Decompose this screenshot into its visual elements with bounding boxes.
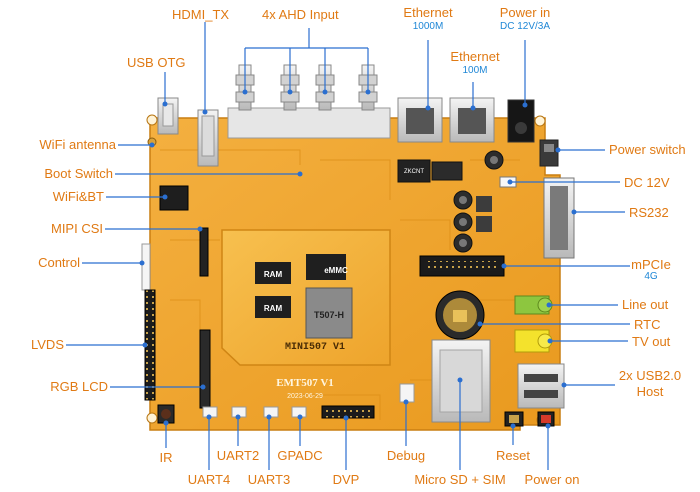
label-wifi-antenna: WiFi antenna bbox=[39, 137, 116, 152]
label-power-in-spec: DC 12V/3A bbox=[499, 21, 551, 32]
capacitors bbox=[453, 150, 504, 253]
label-usb-host-2: Host bbox=[636, 384, 664, 399]
label-rs232: RS232 bbox=[629, 205, 669, 220]
label-ethernet-1000m-speed: 1000M bbox=[412, 21, 444, 32]
som-silkscreen: MINI507 V1 bbox=[285, 342, 345, 353]
label-usb-host: 2x USB2.0 bbox=[618, 368, 682, 383]
label-ir: IR bbox=[159, 450, 173, 465]
label-mipi-csi: MIPI CSI bbox=[50, 221, 103, 236]
label-lvds: LVDS bbox=[31, 337, 64, 352]
label-wifi-bt: WiFi&BT bbox=[52, 189, 104, 204]
label-ahd-input: 4x AHD Input bbox=[262, 7, 339, 22]
rgb-lcd-connector bbox=[199, 329, 211, 409]
label-micro-sd-sim: Micro SD + SIM bbox=[414, 472, 506, 487]
dvp-header bbox=[321, 405, 375, 419]
label-rgb-lcd: RGB LCD bbox=[50, 379, 108, 394]
label-boot-switch: Boot Switch bbox=[44, 166, 113, 181]
label-tv-out: TV out bbox=[632, 334, 671, 349]
label-uart4: UART4 bbox=[187, 472, 231, 487]
label-debug: Debug bbox=[386, 448, 426, 463]
ram-chip-2-label: RAM bbox=[264, 304, 283, 313]
mipi-csi-connector bbox=[199, 227, 209, 277]
power-switch-part bbox=[539, 139, 559, 167]
debug-connector bbox=[399, 383, 415, 403]
control-connector bbox=[141, 243, 151, 291]
label-gpadc: GPADC bbox=[277, 448, 323, 463]
label-uart2: UART2 bbox=[216, 448, 260, 463]
ethernet-chip bbox=[397, 159, 431, 183]
label-hdmi-tx: HDMI_TX bbox=[172, 7, 230, 22]
leader-dots bbox=[139, 89, 577, 429]
usb-host-connector bbox=[517, 363, 565, 409]
ram-chip-1-label: RAM bbox=[264, 270, 283, 279]
soc-chip-label: T507-H bbox=[314, 310, 344, 320]
soc-chip bbox=[305, 287, 353, 339]
ethernet-chip-label: ZKCNT bbox=[404, 169, 424, 175]
label-mpcie-sub: 4G bbox=[644, 271, 658, 282]
ram-chip-2 bbox=[255, 296, 291, 318]
label-ethernet-100m-speed: 100M bbox=[462, 65, 488, 76]
label-power-in: Power in bbox=[499, 5, 551, 20]
label-usb-otg: USB OTG bbox=[127, 55, 186, 70]
board-date: 2023-06-29 bbox=[287, 393, 323, 400]
label-mpcie: mPCIe bbox=[631, 257, 671, 272]
label-rtc: RTC bbox=[634, 317, 661, 332]
board-silkscreen: EMT507 V1 bbox=[276, 377, 334, 389]
label-power-switch: Power switch bbox=[609, 142, 686, 157]
ram-chip-1 bbox=[255, 262, 291, 284]
emmc-chip bbox=[306, 254, 346, 280]
ahd-connectors bbox=[227, 64, 391, 139]
emmc-chip-label: eMMC bbox=[324, 266, 348, 275]
label-dc-12v: DC 12V bbox=[624, 175, 670, 190]
label-line-out: Line out bbox=[622, 297, 669, 312]
label-control: Control bbox=[38, 255, 80, 270]
label-power-on: Power on bbox=[524, 472, 580, 487]
power-jack bbox=[507, 99, 535, 143]
leader-lines bbox=[66, 22, 630, 470]
label-dvp: DVP bbox=[332, 472, 360, 487]
label-uart3: UART3 bbox=[247, 472, 291, 487]
label-reset: Reset bbox=[496, 448, 530, 463]
label-ethernet-1000m: Ethernet bbox=[403, 5, 453, 20]
label-ethernet-100m: Ethernet bbox=[450, 49, 500, 64]
